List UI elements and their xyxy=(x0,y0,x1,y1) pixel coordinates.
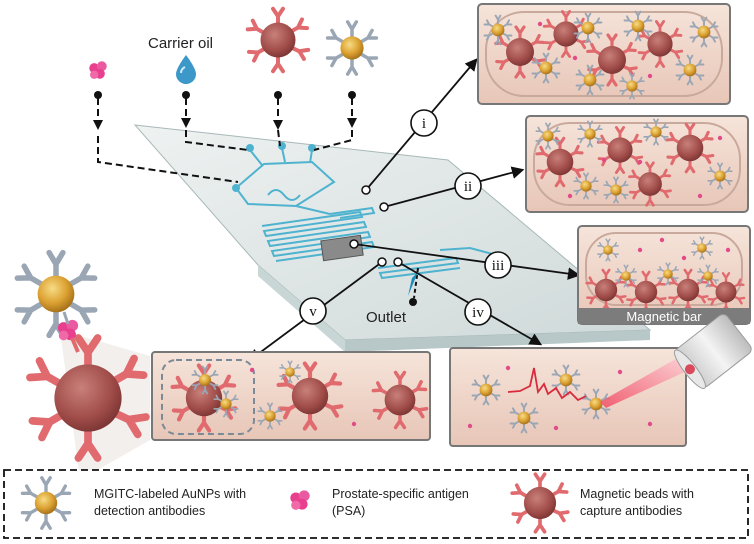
aunp-reagent-icon xyxy=(328,22,377,74)
legend-aunp-label-line2: detection antibodies xyxy=(94,504,205,518)
magnetic-bead-reagent-icon xyxy=(248,9,308,72)
panel-ii xyxy=(525,115,749,213)
psa-reagent-icon xyxy=(89,61,107,79)
panel-iv xyxy=(449,347,687,447)
svg-text:ii: ii xyxy=(464,179,472,195)
svg-text:i: i xyxy=(422,116,426,132)
magnetic-bar-label: Magnetic bar xyxy=(626,309,702,324)
legend-psa-label-line2: (PSA) xyxy=(332,504,365,518)
callout-badge-i: i xyxy=(410,109,438,137)
callout-badge-iv: iv xyxy=(464,298,492,326)
legend-psa-label-line1: Prostate-specific antigen xyxy=(332,487,469,501)
panel-v xyxy=(151,351,431,441)
carrier-oil-label: Carrier oil xyxy=(148,35,213,52)
callout-badge-iii: iii xyxy=(484,251,512,279)
svg-text:iv: iv xyxy=(472,305,484,321)
raman-spectrum-line xyxy=(507,367,587,402)
legend-aunp-label-line1: MGITC-labeled AuNPs with xyxy=(94,487,246,501)
carrier-oil-droplet-icon xyxy=(176,55,196,84)
immunocomplex-zoom xyxy=(17,253,150,480)
laser-source-icon xyxy=(600,314,752,408)
legend-box xyxy=(3,469,749,539)
panel-i xyxy=(477,3,731,105)
outlet-marker xyxy=(408,267,419,306)
svg-text:iii: iii xyxy=(492,258,505,274)
inlet-dots xyxy=(93,91,357,130)
svg-text:v: v xyxy=(309,304,317,320)
callout-badge-ii: ii xyxy=(454,172,482,200)
callout-anchor-dots xyxy=(349,185,403,267)
outlet-label: Outlet xyxy=(366,309,407,326)
callout-badge-v: v xyxy=(299,297,327,325)
inlet-flow-lines xyxy=(97,98,353,183)
legend-psa-icon xyxy=(290,490,310,510)
panel-iii xyxy=(577,225,751,325)
legend-bead-label-line2: capture antibodies xyxy=(580,504,682,518)
legend-bead-label-line1: Magnetic beads with xyxy=(580,487,694,501)
